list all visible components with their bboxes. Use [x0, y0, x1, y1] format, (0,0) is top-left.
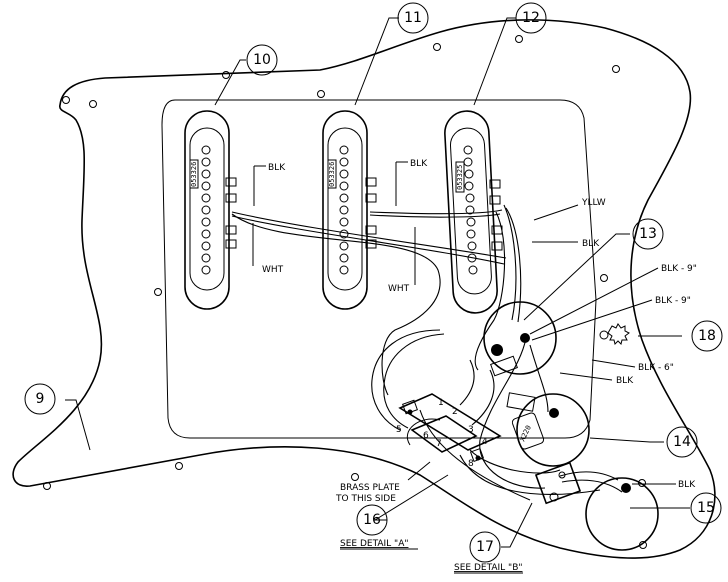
callout-11: 11: [397, 2, 429, 34]
ground-terminal: [534, 461, 582, 505]
label-blk-tone: BLK: [678, 480, 696, 490]
shield-outline: [161, 99, 597, 439]
selector-switch: 1 2 3 4 5 6 7 8: [396, 393, 502, 469]
label-blk-neck: BLK: [268, 163, 286, 173]
callout-12: 12: [515, 2, 547, 34]
switch-terminal-6: 6: [423, 431, 429, 441]
leader-lines: [65, 17, 690, 548]
callout-15: 15: [690, 492, 722, 524]
pickguard-outline: [12, 19, 716, 559]
neck-pickup-code: 053326: [190, 162, 198, 187]
callout-13: 13: [632, 218, 664, 250]
wire-labels: BLK WHT BLK WHT YLLW BLK BLK - 9" BLK - …: [262, 159, 697, 573]
switch-terminal-2: 2: [452, 407, 458, 417]
label-detail-a: SEE DETAIL "A": [340, 539, 408, 549]
label-blk-bridge: BLK: [582, 239, 600, 249]
label-detail-b: SEE DETAIL "B": [454, 563, 523, 573]
svg-text:18: 18: [698, 328, 716, 344]
callout-9: 9: [24, 383, 56, 415]
svg-text:12: 12: [522, 10, 540, 26]
tone-pot-2: [585, 477, 659, 551]
label-brass-plate-1: BRASS PLATE: [340, 483, 400, 493]
switch-terminal-4: 4: [482, 437, 488, 447]
switch-terminal-8: 8: [468, 459, 474, 469]
middle-pickup: 053326: [322, 110, 377, 310]
neck-pickup: 053326: [184, 110, 237, 310]
svg-text:13: 13: [639, 226, 657, 242]
switch-terminal-1: 1: [438, 398, 444, 408]
switch-terminal-7: 7: [436, 439, 442, 449]
svg-text:15: 15: [697, 500, 715, 516]
capacitor-code: X220: [519, 424, 533, 443]
middle-pickup-code: 053326: [328, 162, 336, 187]
bridge-pickup-code: 053325: [456, 165, 464, 190]
label-brass-plate-2: TO THIS SIDE: [335, 494, 396, 504]
svg-text:14: 14: [673, 434, 691, 450]
svg-text:10: 10: [253, 52, 271, 68]
callout-16: 16: [356, 504, 388, 536]
label-blk-pot: BLK: [616, 376, 634, 386]
svg-text:17: 17: [476, 539, 494, 555]
callout-14: 14: [666, 426, 698, 458]
tone-pot: X220: [506, 392, 590, 467]
label-yllw: YLLW: [581, 198, 606, 208]
label-blk9-b: BLK - 9": [655, 296, 691, 306]
callout-18: 18: [691, 320, 723, 352]
detail-underlines: [340, 548, 523, 574]
callout-10: 10: [246, 44, 278, 76]
volume-pot: [483, 301, 557, 377]
ground-lug: [599, 323, 630, 345]
label-blk-mid: BLK: [410, 159, 428, 169]
svg-text:11: 11: [404, 10, 422, 26]
svg-text:9: 9: [36, 391, 45, 407]
label-blk9-a: BLK - 9": [661, 264, 697, 274]
svg-text:16: 16: [363, 512, 381, 528]
switch-terminal-5: 5: [396, 425, 402, 435]
label-wht-mid: WHT: [388, 284, 410, 294]
callout-17: 17: [469, 531, 501, 563]
switch-terminal-3: 3: [468, 425, 474, 435]
label-wht-neck: WHT: [262, 265, 284, 275]
label-blk6: BLK - 6": [638, 363, 674, 373]
callouts: 10 11 12 9 13 18 14 15 16 17: [24, 2, 723, 563]
wiring: [231, 204, 623, 501]
